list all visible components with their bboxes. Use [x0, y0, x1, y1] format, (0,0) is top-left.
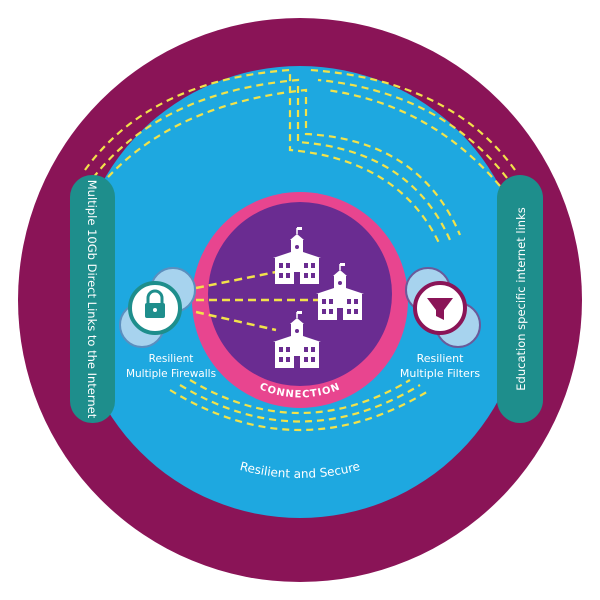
left-pill-label: Multiple 10Gb Direct Links to the Intern… [85, 180, 99, 419]
firewall-node [119, 267, 196, 348]
filter-label-1: Resilient [417, 352, 465, 365]
purple-core [208, 202, 392, 386]
filter-node [405, 267, 481, 348]
school-links [195, 270, 318, 332]
firewall-label-1: Resilient [149, 353, 194, 365]
right-pill-label: Education specific internet links [514, 207, 528, 390]
padlock-icon [145, 289, 165, 318]
firewall-label-2: Multiple Firewalls [126, 368, 216, 380]
right-pill [497, 175, 543, 423]
internet-links-dashes [84, 68, 516, 432]
left-pill [70, 175, 115, 423]
funnel-icon [427, 298, 453, 320]
filter-label-2: Multiple Filters [400, 367, 480, 380]
